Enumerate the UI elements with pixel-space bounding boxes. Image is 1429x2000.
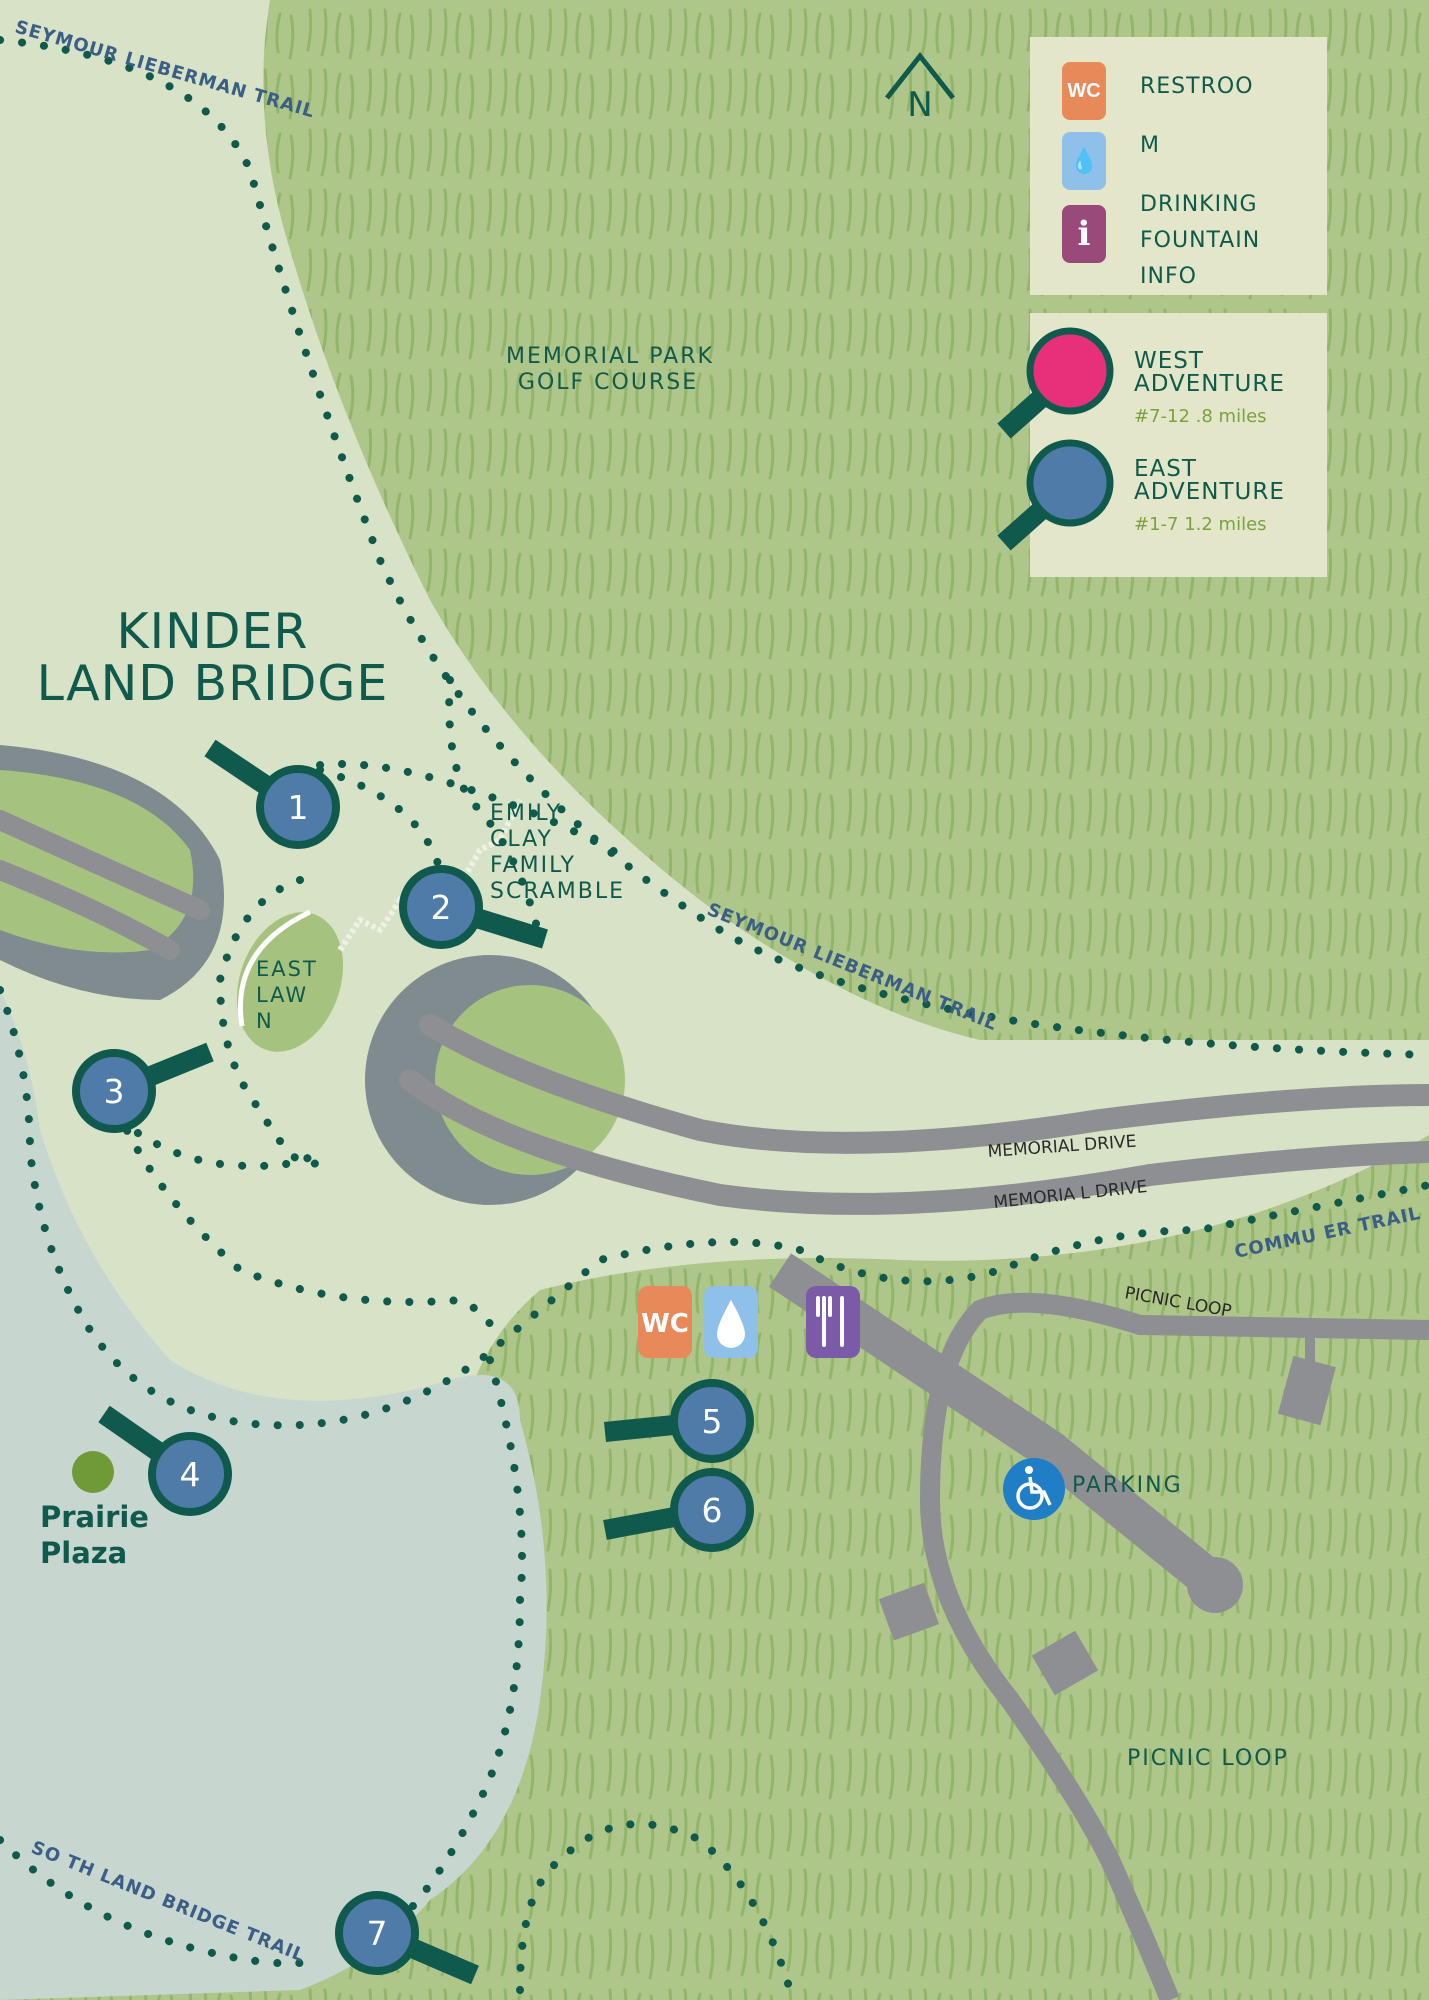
picnic-pad-1 bbox=[1277, 1355, 1336, 1426]
west-adventure-title-2: ADVENTURE bbox=[1134, 371, 1285, 397]
tour-stops: 1 2 3 4 5 6 7 bbox=[72, 739, 754, 1985]
stop-pin-handle bbox=[603, 1507, 677, 1540]
picnic-pad-2 bbox=[878, 1582, 940, 1641]
restroom-icon bbox=[638, 1286, 692, 1358]
stop-pin-circle[interactable] bbox=[399, 865, 483, 949]
stop-pin-number: 5 bbox=[702, 1402, 723, 1441]
stop-pin-handle bbox=[98, 1405, 165, 1461]
west-adventure-text: WEST ADVENTURE #7-12 .8 miles bbox=[1134, 348, 1285, 428]
east-lawn-label-2: LAW bbox=[256, 983, 308, 1007]
stop-pin-1[interactable]: 1 bbox=[204, 739, 340, 849]
stop-pin-handle bbox=[407, 1938, 479, 1985]
parking-road bbox=[768, 1253, 1223, 1596]
prairie-plaza-label-2: Plaza bbox=[40, 1536, 127, 1570]
scramble-label-2: CLAY bbox=[490, 827, 553, 852]
stop-pin-circle[interactable] bbox=[670, 1379, 754, 1463]
golf-course-label: MEMORIAL PARK bbox=[506, 344, 714, 369]
parking-turnaround bbox=[1187, 1557, 1243, 1613]
page-title: KINDER LAND BRIDGE bbox=[0, 606, 425, 710]
east-adventure-text: EAST ADVENTURE #1-7 1.2 miles bbox=[1134, 456, 1285, 536]
west-road-1 bbox=[0, 810, 210, 920]
west-adventure-title-1: WEST bbox=[1134, 348, 1204, 374]
legend-label-drinking: DRINKING bbox=[1140, 192, 1258, 217]
east-adventure-title-2: ADVENTURE bbox=[1134, 479, 1285, 505]
stop-pin-circle[interactable] bbox=[72, 1049, 156, 1133]
stop-pin-handle bbox=[474, 908, 548, 949]
stop-pin-number: 2 bbox=[431, 888, 452, 927]
east-adventure-title-1: EAST bbox=[1134, 456, 1197, 482]
stop-pin-handle bbox=[603, 1414, 676, 1442]
stop-pin-circle[interactable] bbox=[335, 1891, 419, 1975]
food-icon bbox=[806, 1286, 860, 1358]
stop-pin-5[interactable]: 5 bbox=[603, 1379, 754, 1463]
west-adventure-detail: #7-12 .8 miles bbox=[1134, 406, 1267, 427]
amenity-legend: WC 💧 i RESTROO M DRINKING FOUNTAIN INFO bbox=[1030, 37, 1327, 295]
legend-info-icon: i bbox=[1062, 205, 1106, 263]
stop-pin-3[interactable]: 3 bbox=[72, 1042, 214, 1133]
fork-knife-icon bbox=[816, 1296, 844, 1347]
water-drop-icon bbox=[717, 1300, 745, 1348]
stop-pin-handle bbox=[204, 739, 273, 795]
legend-label-m: M bbox=[1140, 133, 1160, 158]
east-lawn-label-3: N bbox=[256, 1009, 274, 1033]
wheelchair-icon bbox=[1016, 1476, 1052, 1510]
parking-label: PARKING bbox=[1072, 1473, 1183, 1498]
scramble-label-3: FAMILY bbox=[490, 853, 576, 878]
stop-pin-circle[interactable] bbox=[148, 1432, 232, 1516]
stop-pin-circle[interactable] bbox=[670, 1468, 754, 1552]
west-adventure-pin-icon bbox=[997, 327, 1114, 439]
legend-label-restroom: RESTROO bbox=[1140, 74, 1254, 99]
east-adventure-detail: #1-7 1.2 miles bbox=[1134, 514, 1267, 535]
east-lawn-label-1: EAST bbox=[256, 957, 318, 981]
accessible-parking-badge bbox=[1003, 1458, 1065, 1520]
legend-water-drop-icon: 💧 bbox=[1062, 132, 1106, 190]
east-lawn-arc bbox=[237, 909, 312, 1027]
scramble-label-1: EMILY bbox=[490, 801, 562, 826]
legend-labels: RESTROO M DRINKING FOUNTAIN INFO bbox=[1140, 69, 1260, 295]
stop-pin-7[interactable]: 7 bbox=[335, 1891, 479, 1985]
scramble-label-4: SCRAMBLE bbox=[490, 879, 625, 904]
stop-pin-2[interactable]: 2 bbox=[399, 865, 548, 949]
stop-pin-number: 6 bbox=[702, 1491, 723, 1530]
legend-label-fountain: FOUNTAIN bbox=[1140, 228, 1261, 253]
stop-pin-number: 7 bbox=[367, 1914, 388, 1953]
page-title-line-2: LAND BRIDGE bbox=[36, 655, 389, 712]
restroom-icon-glyph: WC bbox=[641, 1309, 689, 1339]
adventure-legend: WEST ADVENTURE #7-12 .8 miles EAST ADVEN… bbox=[997, 313, 1327, 577]
memorial-drive-lower bbox=[399, 1069, 1429, 1215]
legend-label-info: INFO bbox=[1140, 264, 1197, 289]
stop-pin-circle[interactable] bbox=[256, 765, 340, 849]
stop-pin-4[interactable]: 4 bbox=[98, 1405, 232, 1516]
picnic-loop-label: PICNIC LOOP bbox=[1127, 1746, 1289, 1771]
picnic-loop-road bbox=[919, 1292, 1429, 2000]
stop-pin-number: 4 bbox=[180, 1455, 201, 1494]
west-road-2 bbox=[0, 860, 180, 960]
page-title-line-1: KINDER bbox=[116, 603, 309, 660]
stop-pin-6[interactable]: 6 bbox=[603, 1468, 754, 1552]
picnic-pad-3 bbox=[1031, 1630, 1099, 1696]
north-label: N bbox=[907, 85, 932, 125]
stop-pin-number: 1 bbox=[288, 788, 309, 827]
lawn-area bbox=[0, 0, 1429, 1440]
prairie-plaza-marker bbox=[72, 1451, 114, 1493]
wheelchair-icon-head bbox=[1025, 1466, 1033, 1474]
north-arrow-icon bbox=[885, 51, 955, 100]
plaza-area bbox=[0, 990, 547, 2000]
memorial-drive-upper bbox=[419, 1014, 1429, 1154]
east-adventure-pin-icon bbox=[997, 439, 1114, 551]
legend-restroom-icon: WC bbox=[1062, 62, 1106, 120]
stop-pin-handle bbox=[145, 1042, 214, 1086]
dotted-trails bbox=[0, 36, 1429, 1994]
prairie-plaza-label-1: Prairie bbox=[40, 1500, 149, 1534]
golf-course-label-2: GOLF COURSE bbox=[518, 370, 698, 395]
stop-pin-number: 3 bbox=[104, 1072, 125, 1111]
